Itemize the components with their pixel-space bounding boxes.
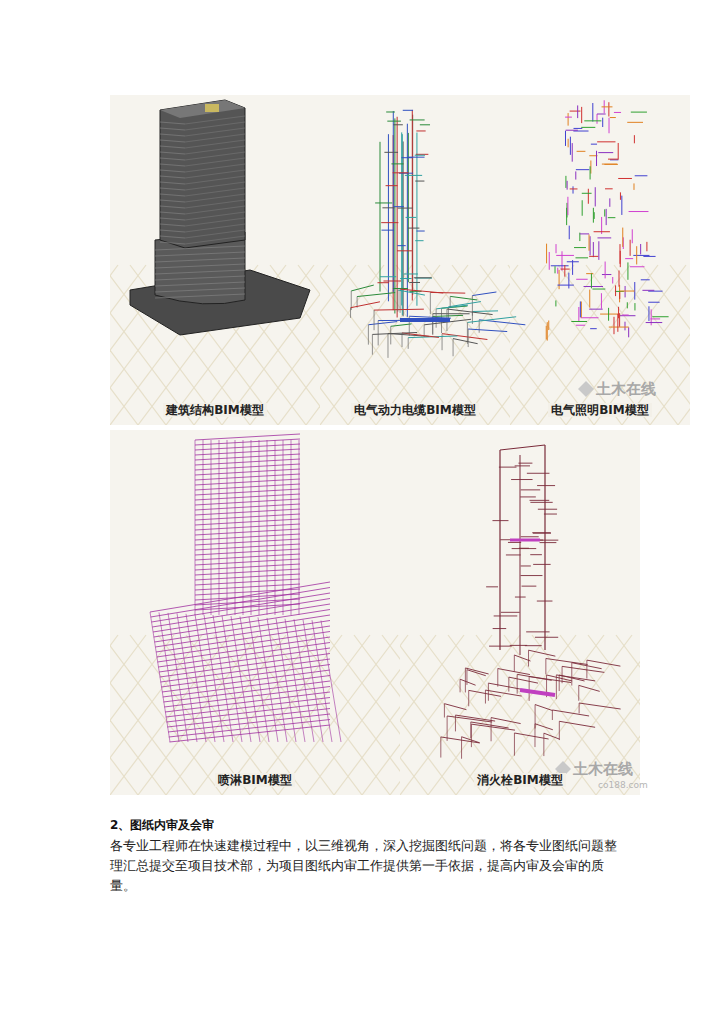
caption-row: 建筑结构BIM模型 [110, 399, 320, 419]
section-heading: 2、图纸内审及会审 [110, 817, 214, 834]
caption-row: 电气照明BIM模型 [510, 399, 690, 419]
model-panel: 消火栓BIM模型 [400, 430, 640, 795]
caption-row: 电气动力电缆BIM模型 [320, 399, 510, 419]
model-panel: 电气照明BIM模型 [510, 95, 690, 425]
watermark: 土木在线 [573, 760, 633, 779]
model-panel: 电气动力电缆BIM模型 [320, 95, 510, 425]
structure-model [130, 100, 310, 335]
hydrant-model [441, 445, 621, 759]
body-paragraph: 各专业工程师在快速建模过程中，以三维视角，深入挖掘图纸问题，将各专业图纸问题整理… [110, 836, 622, 896]
panel-ground [0, 95, 724, 425]
sprinkler-model [150, 434, 341, 742]
model-panel: 建筑结构BIM模型 [110, 95, 320, 425]
figure-caption: 消火栓BIM模型 [474, 773, 566, 787]
figure-caption: 电气照明BIM模型 [548, 403, 652, 417]
watermark: 土木在线 [596, 380, 656, 399]
watermark: co188.com [598, 780, 648, 790]
panel-ground [0, 430, 724, 795]
caption-row: 喷淋BIM模型 [110, 769, 400, 789]
power-cable-model [351, 110, 526, 358]
model-panel: 喷淋BIM模型 [110, 430, 400, 795]
figure-caption: 喷淋BIM模型 [215, 773, 295, 787]
panel-ground [0, 95, 724, 425]
panel-ground [54, 95, 724, 425]
watermark-logo [578, 381, 594, 397]
panel-ground [0, 430, 724, 795]
figure-caption: 建筑结构BIM模型 [163, 403, 267, 417]
figure-caption: 电气动力电缆BIM模型 [351, 403, 479, 417]
lighting-model [546, 100, 668, 340]
